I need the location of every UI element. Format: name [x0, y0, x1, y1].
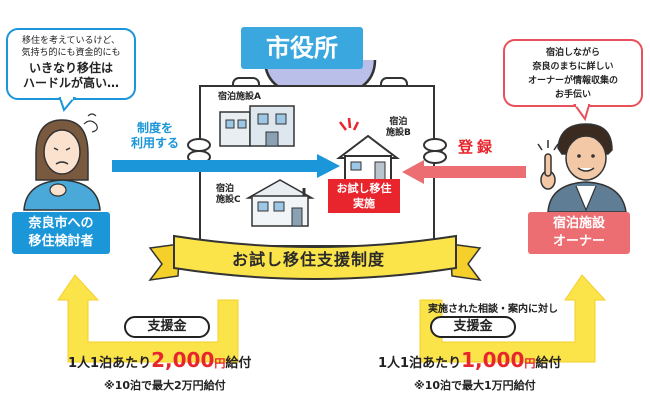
right-bubble-line3: オーナーが情報収集の: [527, 76, 618, 86]
right-bubble-tail: [573, 103, 591, 122]
trial-line1: お試し移住: [336, 182, 392, 195]
register-arrow: [402, 160, 526, 184]
right-speech-bubble: 宿泊しながら 奈良のまちに詳しい オーナーが情報収集の お手伝い: [503, 39, 643, 107]
program-banner-ribbon: [148, 234, 482, 281]
facility-c-label-line2: 施設C: [216, 195, 241, 205]
facility-c-house-icon: [245, 179, 315, 227]
right-bubble-line4: お手伝い: [554, 90, 591, 100]
candidate-label-line2: 移住検討者: [28, 234, 94, 249]
facility-c-label-line1: 宿泊: [216, 184, 235, 194]
owner-label-line1: 宿泊施設: [552, 216, 605, 231]
facility-b-house-icon: [336, 134, 400, 181]
left-bubble-tail: [58, 96, 77, 113]
use-program-label-line1: 制度を: [136, 121, 173, 135]
facility-b-label-line2: 施設B: [386, 128, 411, 138]
migration-candidate-label: 奈良市への 移住検討者: [12, 212, 110, 254]
candidate-label-line1: 奈良市への: [28, 216, 94, 231]
right-support-caption: 実施された相談・案内に対し: [428, 304, 558, 315]
facility-a-label: 宿泊施設A: [218, 92, 261, 102]
right-support-value: 1,000: [461, 348, 525, 372]
right-hand-icon: [423, 138, 447, 164]
facility-b-label-line1: 宿泊: [389, 117, 408, 127]
use-program-label: 制度を 利用する: [120, 121, 190, 151]
left-support-value: 2,000: [151, 348, 215, 372]
thinking-man-icon: [537, 123, 627, 213]
program-banner-title: お試し移住支援制度: [232, 250, 386, 269]
right-support-prefix: 1人1泊あたり: [378, 356, 462, 371]
register-label: 登録: [458, 138, 497, 156]
left-bubble-line3: いきなり移住は: [28, 61, 113, 75]
right-bubble-line2: 奈良のまちに詳しい: [532, 62, 614, 72]
right-support-pill: 支援金: [430, 316, 516, 338]
facility-owner-label: 宿泊施設 オーナー: [528, 212, 630, 254]
trial-migration-box: お試し移住 実施: [328, 179, 400, 213]
facility-b-label: 宿泊 施設B: [386, 117, 411, 139]
alert-lines-icon: [339, 117, 360, 131]
worried-woman-icon: [23, 113, 101, 211]
right-bubble-line1: 宿泊しながら: [545, 48, 600, 58]
left-support-amount: 1人1泊あたり2,000円給付: [68, 348, 251, 372]
left-support-suffix: 給付: [225, 356, 252, 371]
left-bubble-line4: ハードルが高い…: [22, 76, 119, 90]
use-program-label-line2: 利用する: [130, 136, 179, 150]
trial-line2: 実施: [353, 197, 375, 210]
left-bubble-line2: 気持ち的にも資金的にも: [21, 48, 121, 58]
right-support-amount: 1人1泊あたり1,000円給付: [378, 348, 561, 372]
facility-c-label: 宿泊 施設C: [216, 184, 241, 206]
right-support-unit: 円: [524, 357, 536, 370]
right-support-note: ※10泊で最大1万円給付: [414, 379, 536, 392]
owner-label-line2: オーナー: [552, 234, 605, 249]
use-program-arrow: [112, 154, 340, 178]
left-support-unit: 円: [214, 357, 226, 370]
left-speech-bubble: 移住を考えているけど、 気持ち的にも資金的にも いきなり移住は ハードルが高い…: [6, 28, 136, 100]
left-support-pill: 支援金: [124, 316, 210, 338]
city-hall-sign: 市役所: [241, 27, 363, 69]
left-bubble-line1: 移住を考えているけど、: [21, 36, 121, 46]
left-support-note: ※10泊で最大2万円給付: [104, 379, 226, 392]
facility-a-building-icon: [219, 105, 295, 147]
right-support-suffix: 給付: [535, 356, 562, 371]
left-support-prefix: 1人1泊あたり: [68, 356, 152, 371]
